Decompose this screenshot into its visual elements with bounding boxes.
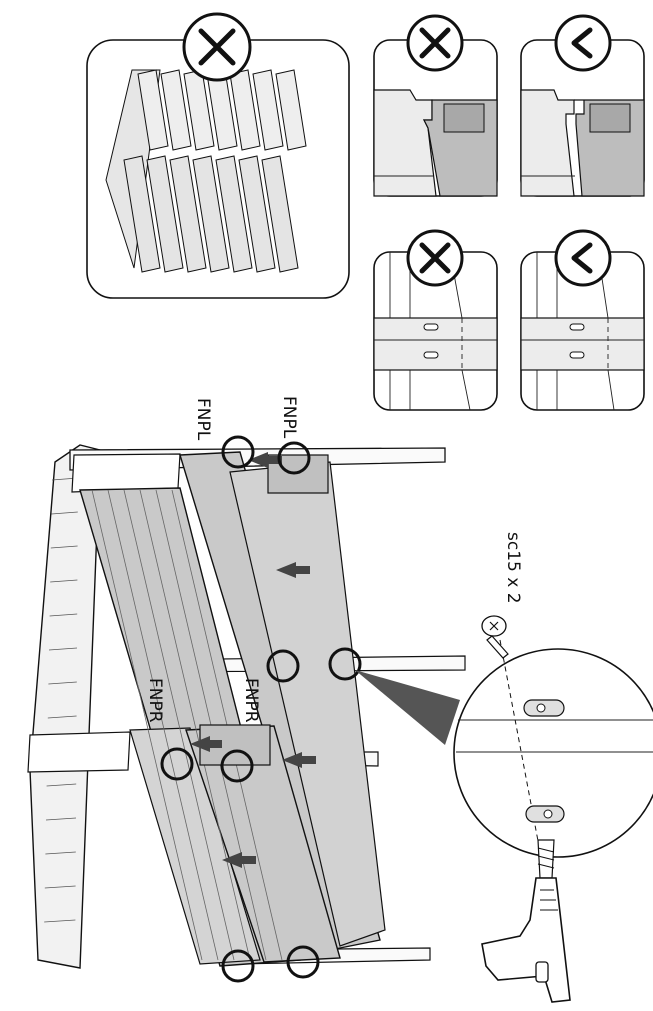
siding-line [45, 851, 76, 855]
arrow-icon [276, 562, 310, 578]
stacked-panel [238, 155, 276, 273]
stacked-panel [169, 155, 207, 273]
stacked-panel [261, 155, 299, 273]
arrow-icon [282, 752, 316, 768]
arrow-icon [222, 852, 256, 868]
fastening-point-circles [160, 435, 362, 983]
panel-groove [123, 489, 235, 961]
check-mark-icon [554, 14, 612, 72]
screw-spec-label: sc15 x 2 [503, 532, 523, 604]
part-label-fnpr-left: FNPR [145, 678, 165, 723]
part-label-fnpr-right: FNPR [241, 678, 261, 723]
stacked-panel [252, 69, 284, 151]
cross-mark-icon [406, 14, 464, 72]
siding-line [48, 647, 78, 651]
stacked-panel [123, 155, 161, 273]
part-label-fnpl-right: FNPL [279, 396, 299, 439]
panel-groove [91, 489, 203, 961]
stacked-panel [137, 69, 169, 151]
stacked-panel [229, 69, 261, 151]
arrow-icon [248, 452, 282, 468]
screw-icon [537, 839, 555, 879]
groove-detail-wrong [373, 14, 498, 197]
part-label-fnpl-left: FNPL [193, 398, 213, 441]
stacked-panel [160, 69, 192, 151]
screw-icon [481, 615, 509, 659]
shed-wall-assembly [27, 444, 466, 969]
joint-detail-wrong [373, 229, 498, 411]
groove-detail-right [520, 14, 645, 197]
siding-line [50, 579, 78, 583]
screw-detail-callout [355, 615, 653, 879]
stacked-panels-illustration [105, 69, 307, 273]
stacked-panel [192, 155, 230, 273]
panel-groove [139, 489, 251, 961]
stacked-panel [146, 155, 184, 273]
arrow-icon [190, 736, 222, 752]
stacked-panel [215, 155, 253, 273]
panel-groove [107, 489, 219, 961]
siding-line [44, 919, 76, 923]
direction-arrows [190, 452, 316, 868]
siding-line [46, 783, 77, 787]
siding-line [44, 885, 76, 889]
siding-line [47, 715, 77, 719]
cross-mark-icon [406, 229, 464, 287]
siding-line [49, 613, 78, 617]
siding-line [50, 545, 78, 549]
incorrect-stacking-inset [86, 12, 350, 299]
joint-detail-right [520, 229, 645, 411]
cross-mark-icon [182, 12, 252, 82]
siding-line [48, 681, 77, 685]
siding-line [45, 817, 77, 821]
power-drill-icon [481, 877, 571, 1003]
stacked-panel [275, 69, 307, 151]
siding-line [51, 511, 78, 515]
check-mark-icon [554, 229, 612, 287]
